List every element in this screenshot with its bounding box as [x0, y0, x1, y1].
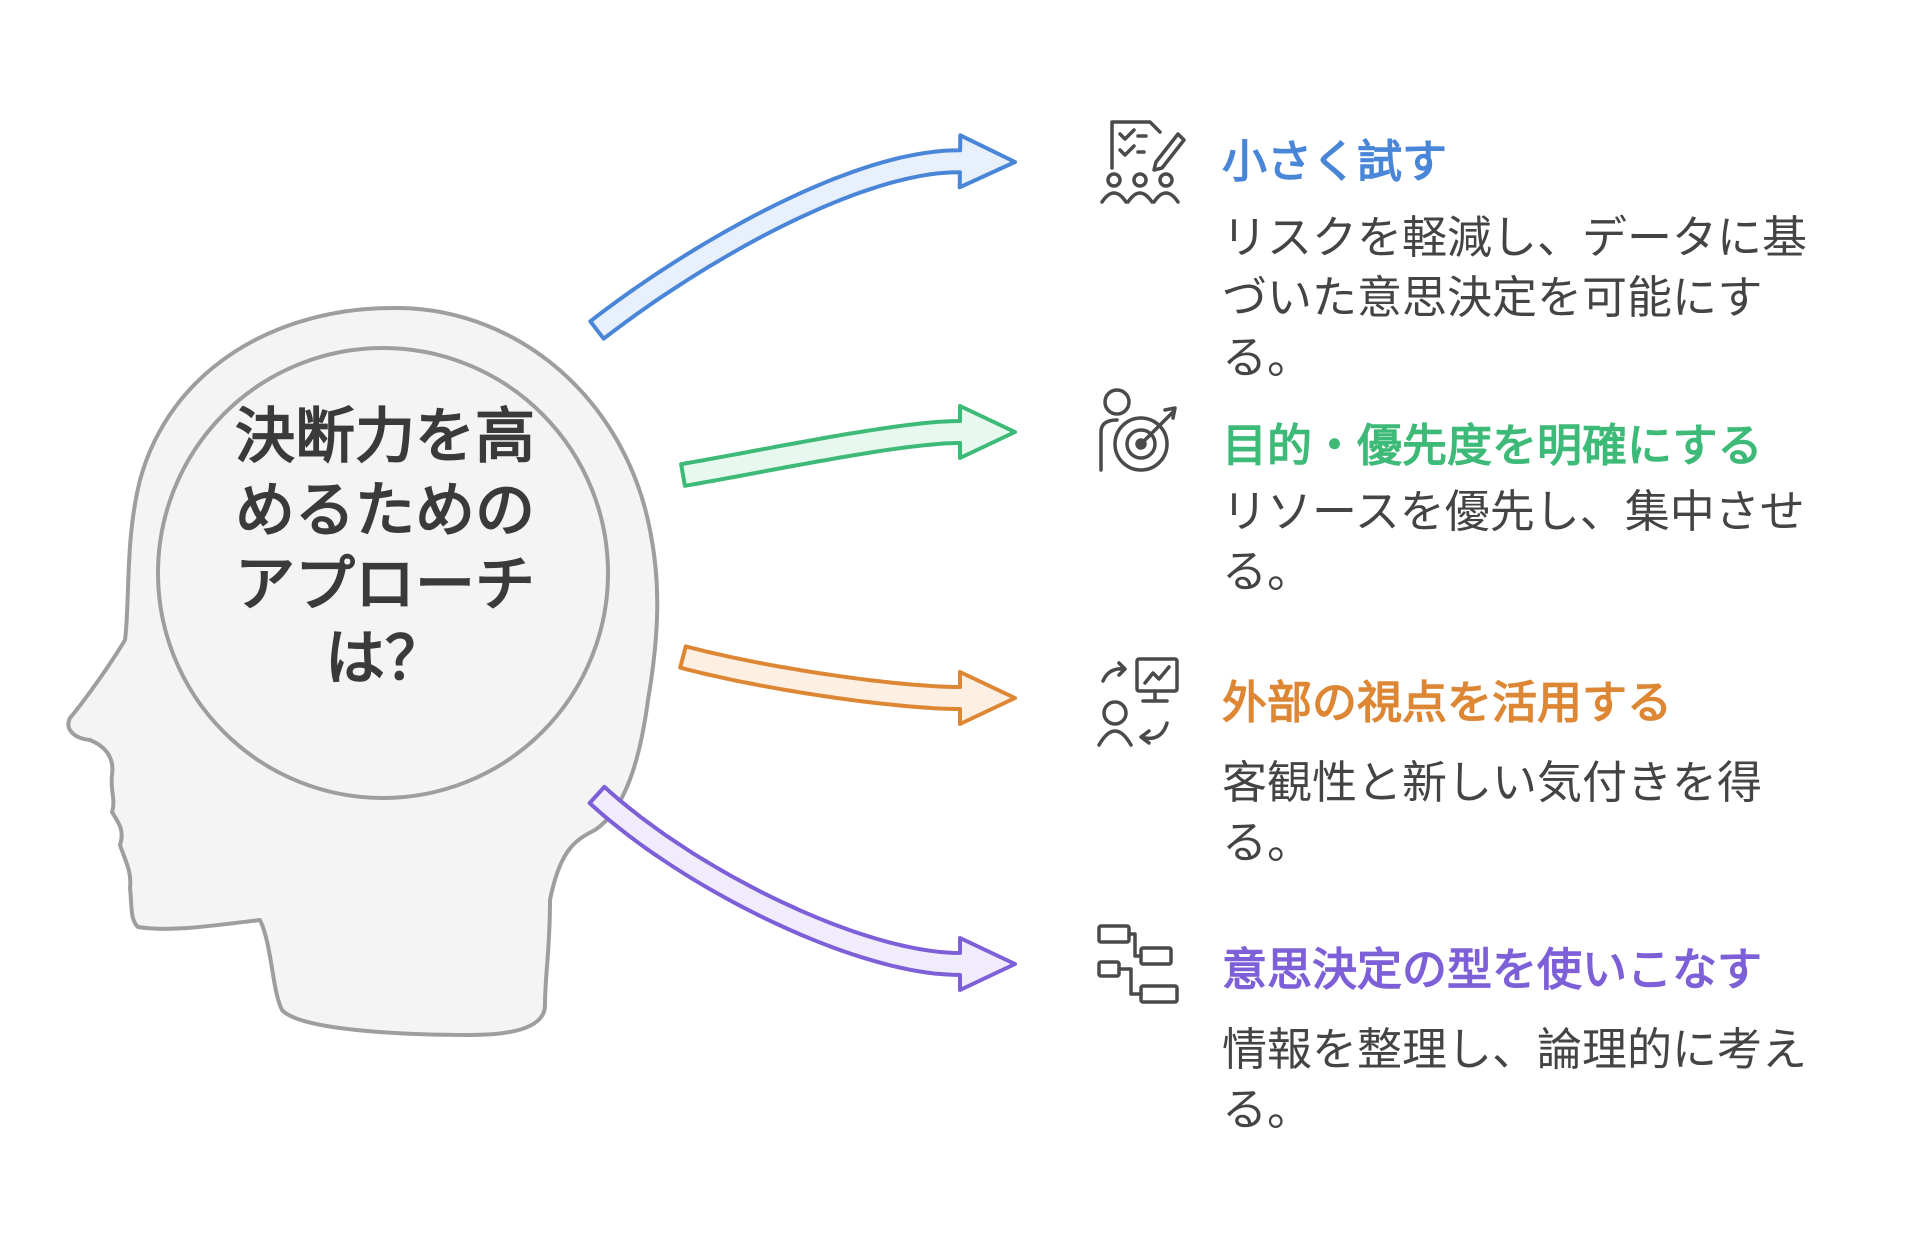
arrow-small-test — [588, 133, 1017, 341]
central-question-line: めるための — [235, 476, 535, 546]
branch-external-perspective: 外部の視点を活用する 客観性と新しい気付きを得 る。 — [1222, 675, 1882, 873]
arrow-decision-frameworks — [587, 784, 1017, 992]
description-line: づいた意思決定を可能にす — [1222, 271, 1763, 324]
branch-small-test: 小さく試す リスクを軽減し、データに基 づいた意思決定を可能にす る。 — [1222, 134, 1882, 388]
description-line: る。 — [1222, 816, 1313, 869]
branch-description: 情報を整理し、論理的に考え る。 — [1222, 1020, 1882, 1140]
central-question-line: アプローチ — [235, 550, 535, 620]
flowchart-icon — [1097, 924, 1179, 1004]
description-line: る。 — [1222, 1083, 1313, 1136]
person-chart-exchange-icon — [1097, 657, 1179, 747]
description-line: る。 — [1222, 545, 1313, 598]
description-line: 客観性と新しい気付きを得 — [1222, 756, 1763, 809]
branch-title: 意思決定の型を使いこなす — [1222, 943, 1763, 996]
central-question: 決断力を高 めるための アプローチ は？ — [200, 400, 570, 696]
branch-title: 外部の視点を活用する — [1222, 676, 1673, 729]
branch-description: リソースを優先し、集中させ る。 — [1222, 482, 1882, 602]
branch-title: 目的・優先度を明確にする — [1222, 419, 1763, 472]
arrow-external-perspective — [678, 644, 1017, 726]
description-line: リスクを軽減し、データに基 — [1222, 211, 1808, 264]
checklist-team-icon — [1100, 120, 1186, 204]
arrow-clarify-priorities — [679, 404, 1017, 488]
branch-clarify-priorities: 目的・優先度を明確にする リソースを優先し、集中させ る。 — [1222, 418, 1882, 602]
thought-circle — [156, 346, 610, 800]
person-target-icon — [1099, 388, 1177, 472]
branch-decision-frameworks: 意思決定の型を使いこなす 情報を整理し、論理的に考え る。 — [1222, 942, 1882, 1140]
central-question-line: 決断力を高 — [235, 402, 535, 472]
branch-description: 客観性と新しい気付きを得 る。 — [1222, 753, 1882, 873]
description-line: リソースを優先し、集中させ — [1222, 485, 1805, 538]
central-question-line: は？ — [325, 624, 445, 694]
branch-description: リスクを軽減し、データに基 づいた意思決定を可能にす る。 — [1222, 208, 1882, 388]
description-line: 情報を整理し、論理的に考え — [1222, 1023, 1808, 1076]
description-line: る。 — [1222, 331, 1313, 384]
branch-title: 小さく試す — [1222, 135, 1448, 188]
